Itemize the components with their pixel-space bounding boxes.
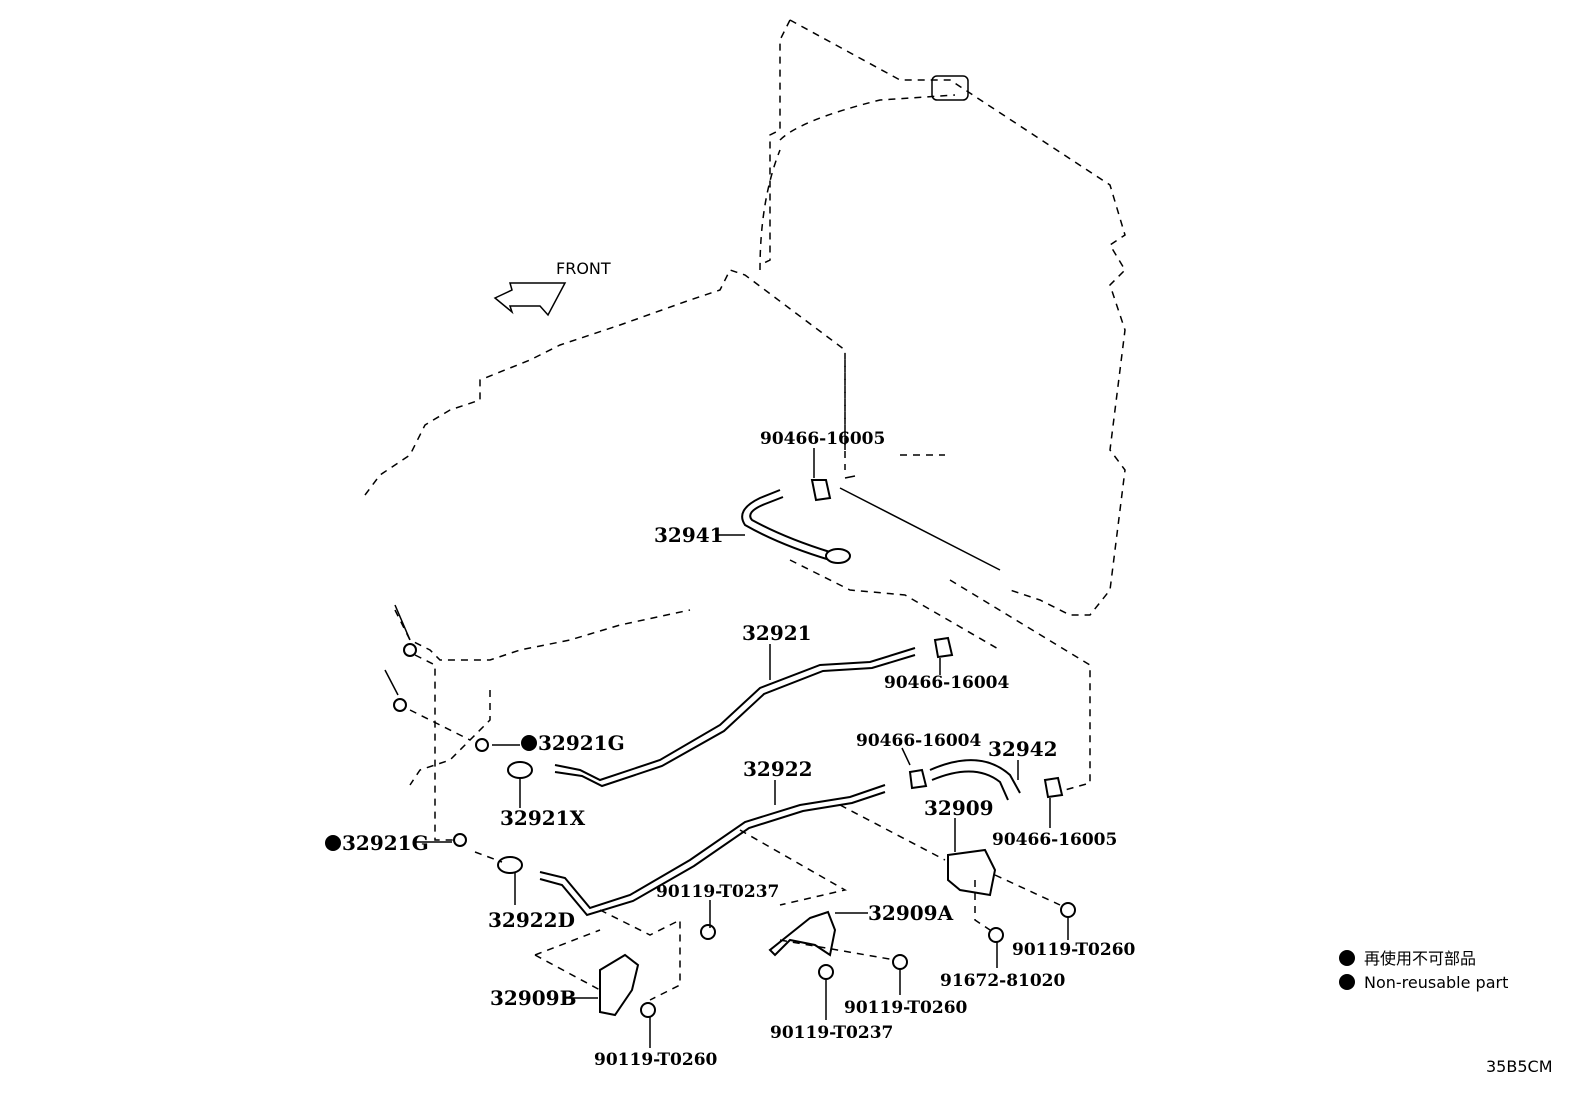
label-90119-T0260-bottom: 90119-T0260 (594, 1050, 718, 1070)
legend-dot-icon (1339, 974, 1355, 990)
gasket-32921G-upper (475, 738, 489, 752)
engine-outline (364, 269, 846, 786)
leader-lines (415, 448, 1069, 1048)
label-90119-T0260-mid: 90119-T0260 (844, 998, 968, 1018)
label-32922D: 32922D (488, 908, 575, 932)
label-32922: 32922 (743, 757, 813, 781)
label-32921G-upper: 32921G (538, 731, 625, 755)
radiator-outline (759, 19, 1126, 616)
label-32909B: 32909B (490, 986, 576, 1010)
clip-icons (384, 604, 417, 712)
label-32909: 32909 (924, 796, 994, 820)
tube-32921 (554, 647, 916, 788)
union-32922D (497, 856, 523, 874)
hose-32942 (908, 759, 1064, 801)
clamp-90466-16005-upper (810, 475, 1001, 571)
clamp-90466-16004-upper (933, 636, 954, 659)
label-90119-T0237-lower: 90119-T0237 (770, 1023, 893, 1043)
bracket-32909A (768, 910, 837, 957)
hose-32941 (741, 489, 851, 564)
bracket-32909 (947, 848, 997, 897)
label-32921G-lower: 32921G (342, 831, 429, 855)
label-90119-T0260-right: 90119-T0260 (1012, 940, 1136, 960)
union-32921X (507, 761, 533, 779)
label-32909A: 32909A (868, 901, 954, 925)
assembly-lines (409, 360, 1091, 1001)
label-32921: 32921 (742, 621, 812, 645)
label-32921X: 32921X (500, 806, 586, 830)
label-90119-T0237-upper: 90119-T0237 (656, 882, 779, 902)
legend: 再使用不可部品 Non-reusable part (1339, 949, 1508, 992)
label-32941: 32941 (654, 523, 724, 547)
legend-dot-icon (1339, 950, 1355, 966)
diagram-code: 35B5CM (1486, 1057, 1553, 1076)
label-90466-16005-top: 90466-16005 (760, 429, 885, 449)
front-arrow-icon (493, 282, 567, 317)
tube-32922 (539, 784, 886, 917)
legend-jp: 再使用不可部品 (1364, 949, 1476, 968)
label-90466-16005-lower: 90466-16005 (992, 830, 1117, 850)
bracket-32909B (599, 953, 640, 1017)
non-reusable-dot-icon (521, 735, 537, 751)
front-label: FRONT (556, 259, 611, 278)
label-90466-16004-right: 90466-16004 (884, 673, 1010, 693)
label-32942: 32942 (988, 737, 1058, 761)
label-90466-16004-mid: 90466-16004 (856, 731, 982, 751)
non-reusable-dot-icon (325, 835, 341, 851)
bolt-icons (640, 902, 1076, 1018)
legend-en: Non-reusable part (1364, 973, 1508, 992)
label-91672-81020: 91672-81020 (940, 971, 1066, 991)
gasket-32921G-lower (453, 833, 467, 847)
